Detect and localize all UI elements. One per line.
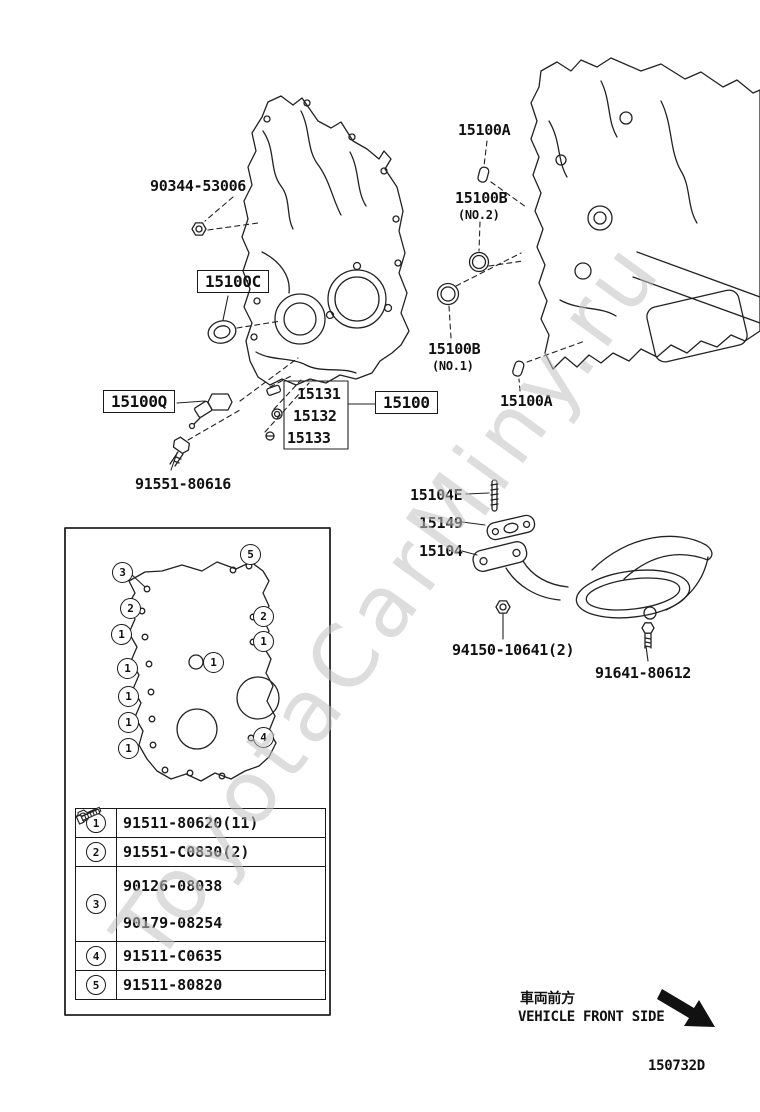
part-label-15100a-lower: 15100A <box>500 392 553 410</box>
plug-15100a-lower-drawing <box>512 360 525 377</box>
bolt-91641-drawing <box>641 622 655 649</box>
leader-lines-solid <box>170 295 649 662</box>
legend-num-badge: 4 <box>86 946 106 967</box>
engine-block-drawing <box>530 57 760 370</box>
part-label-15104: 15104 <box>419 542 463 560</box>
gasket-15149-drawing <box>486 514 536 541</box>
callout-badge: 1 <box>118 686 139 707</box>
bolt-91551-drawing <box>169 436 191 467</box>
callout-badge: 1 <box>203 652 224 673</box>
callout-badge: 2 <box>120 598 141 619</box>
nut-94150-drawing <box>495 600 511 614</box>
sensor-15100q-drawing <box>188 393 233 430</box>
callout-badge: 1 <box>118 738 139 759</box>
part-label-15100: 15100 <box>375 391 438 414</box>
part-label-15133: 15133 <box>287 429 331 447</box>
legend-part-number: 91511-80620(11) <box>123 814 259 832</box>
plug-15100a-upper-drawing <box>477 166 490 183</box>
legend-part-number: 91551-C0830(2) <box>123 843 250 861</box>
part-label-15100b-no1: 15100B <box>428 340 481 358</box>
callout-badge: 5 <box>240 544 261 565</box>
oil-strainer-15104-drawing <box>472 535 713 620</box>
oring-15132-icon <box>271 408 283 420</box>
group-bracket <box>283 380 376 450</box>
legend-part-number: 90179-08254 <box>123 913 223 932</box>
legend-row: 2 91551-C0830(2) <box>75 808 326 867</box>
stud-15104e-drawing <box>490 479 499 512</box>
leader-lines-dashed <box>187 140 586 441</box>
part-label-15100q: 15100Q <box>103 390 175 413</box>
callout-badge: 1 <box>111 624 132 645</box>
legend-row: 1 91511-80620(11) <box>75 808 326 838</box>
legend-num-badge: 5 <box>86 975 106 996</box>
legend-num-badge: 2 <box>86 842 106 863</box>
vehicle-front-arrow-icon <box>657 989 715 1027</box>
part-sublabel-no2: (NO.2) <box>458 208 500 222</box>
part-label-90344-53006: 90344-53006 <box>150 177 247 195</box>
part-label-15100a-upper: 15100A <box>458 121 511 139</box>
part-label-15132: 15132 <box>293 407 337 425</box>
oil-seal-15100c-drawing <box>207 320 237 344</box>
part-label-91641-80612: 91641-80612 <box>595 664 692 682</box>
part-sublabel-no1: (NO.1) <box>432 359 474 373</box>
timing-cover-drawing <box>241 95 410 386</box>
callout-badge: 4 <box>253 727 274 748</box>
oring-15100b-no1-drawing <box>436 282 460 306</box>
inset-box <box>64 527 331 1016</box>
legend-table: 1 91511-80620(11) 2 91551-C0830(2) 3 <box>75 806 326 1000</box>
legend-part-number: 91511-80820 <box>123 976 223 994</box>
oring-15100b-no2-drawing <box>468 251 490 273</box>
part-label-15104e: 15104E <box>410 486 463 504</box>
callout-badge: 3 <box>112 562 133 583</box>
plug-15133-icon <box>265 431 275 441</box>
front-side-label-jp: 車両前方 <box>520 991 575 1007</box>
front-side-label-en: VEHICLE FRONT SIDE <box>518 1009 665 1025</box>
legend-part-number: 90126-08038 <box>123 876 223 895</box>
legend-num-badge: 3 <box>86 894 106 915</box>
nut-90344-drawing <box>191 222 207 236</box>
part-label-15100c: 15100C <box>197 270 269 293</box>
callout-badge: 1 <box>118 712 139 733</box>
part-label-91551-80616: 91551-80616 <box>135 475 232 493</box>
part-label-15100b-no2: 15100B <box>455 189 508 207</box>
part-label-15131: 15131 <box>297 385 341 403</box>
part-label-94150-10641: 94150-10641(2) <box>452 641 575 659</box>
callout-badge: 1 <box>117 658 138 679</box>
gasket-drawing <box>127 555 280 782</box>
callout-badge: 1 <box>253 631 274 652</box>
part-label-15149: 15149 <box>419 514 463 532</box>
long-bolt-icon <box>75 807 101 825</box>
callout-badge: 2 <box>253 606 274 627</box>
pin-15131-icon <box>266 384 282 396</box>
legend-row: 3 90126-08038 90179-08254 <box>75 806 326 942</box>
legend-row: 4 91511-C0635 <box>75 808 326 971</box>
legend-row: 5 91511-80820 <box>75 807 326 1000</box>
figure-code: 150732D <box>648 1058 705 1074</box>
legend-part-number: 91511-C0635 <box>123 947 223 965</box>
